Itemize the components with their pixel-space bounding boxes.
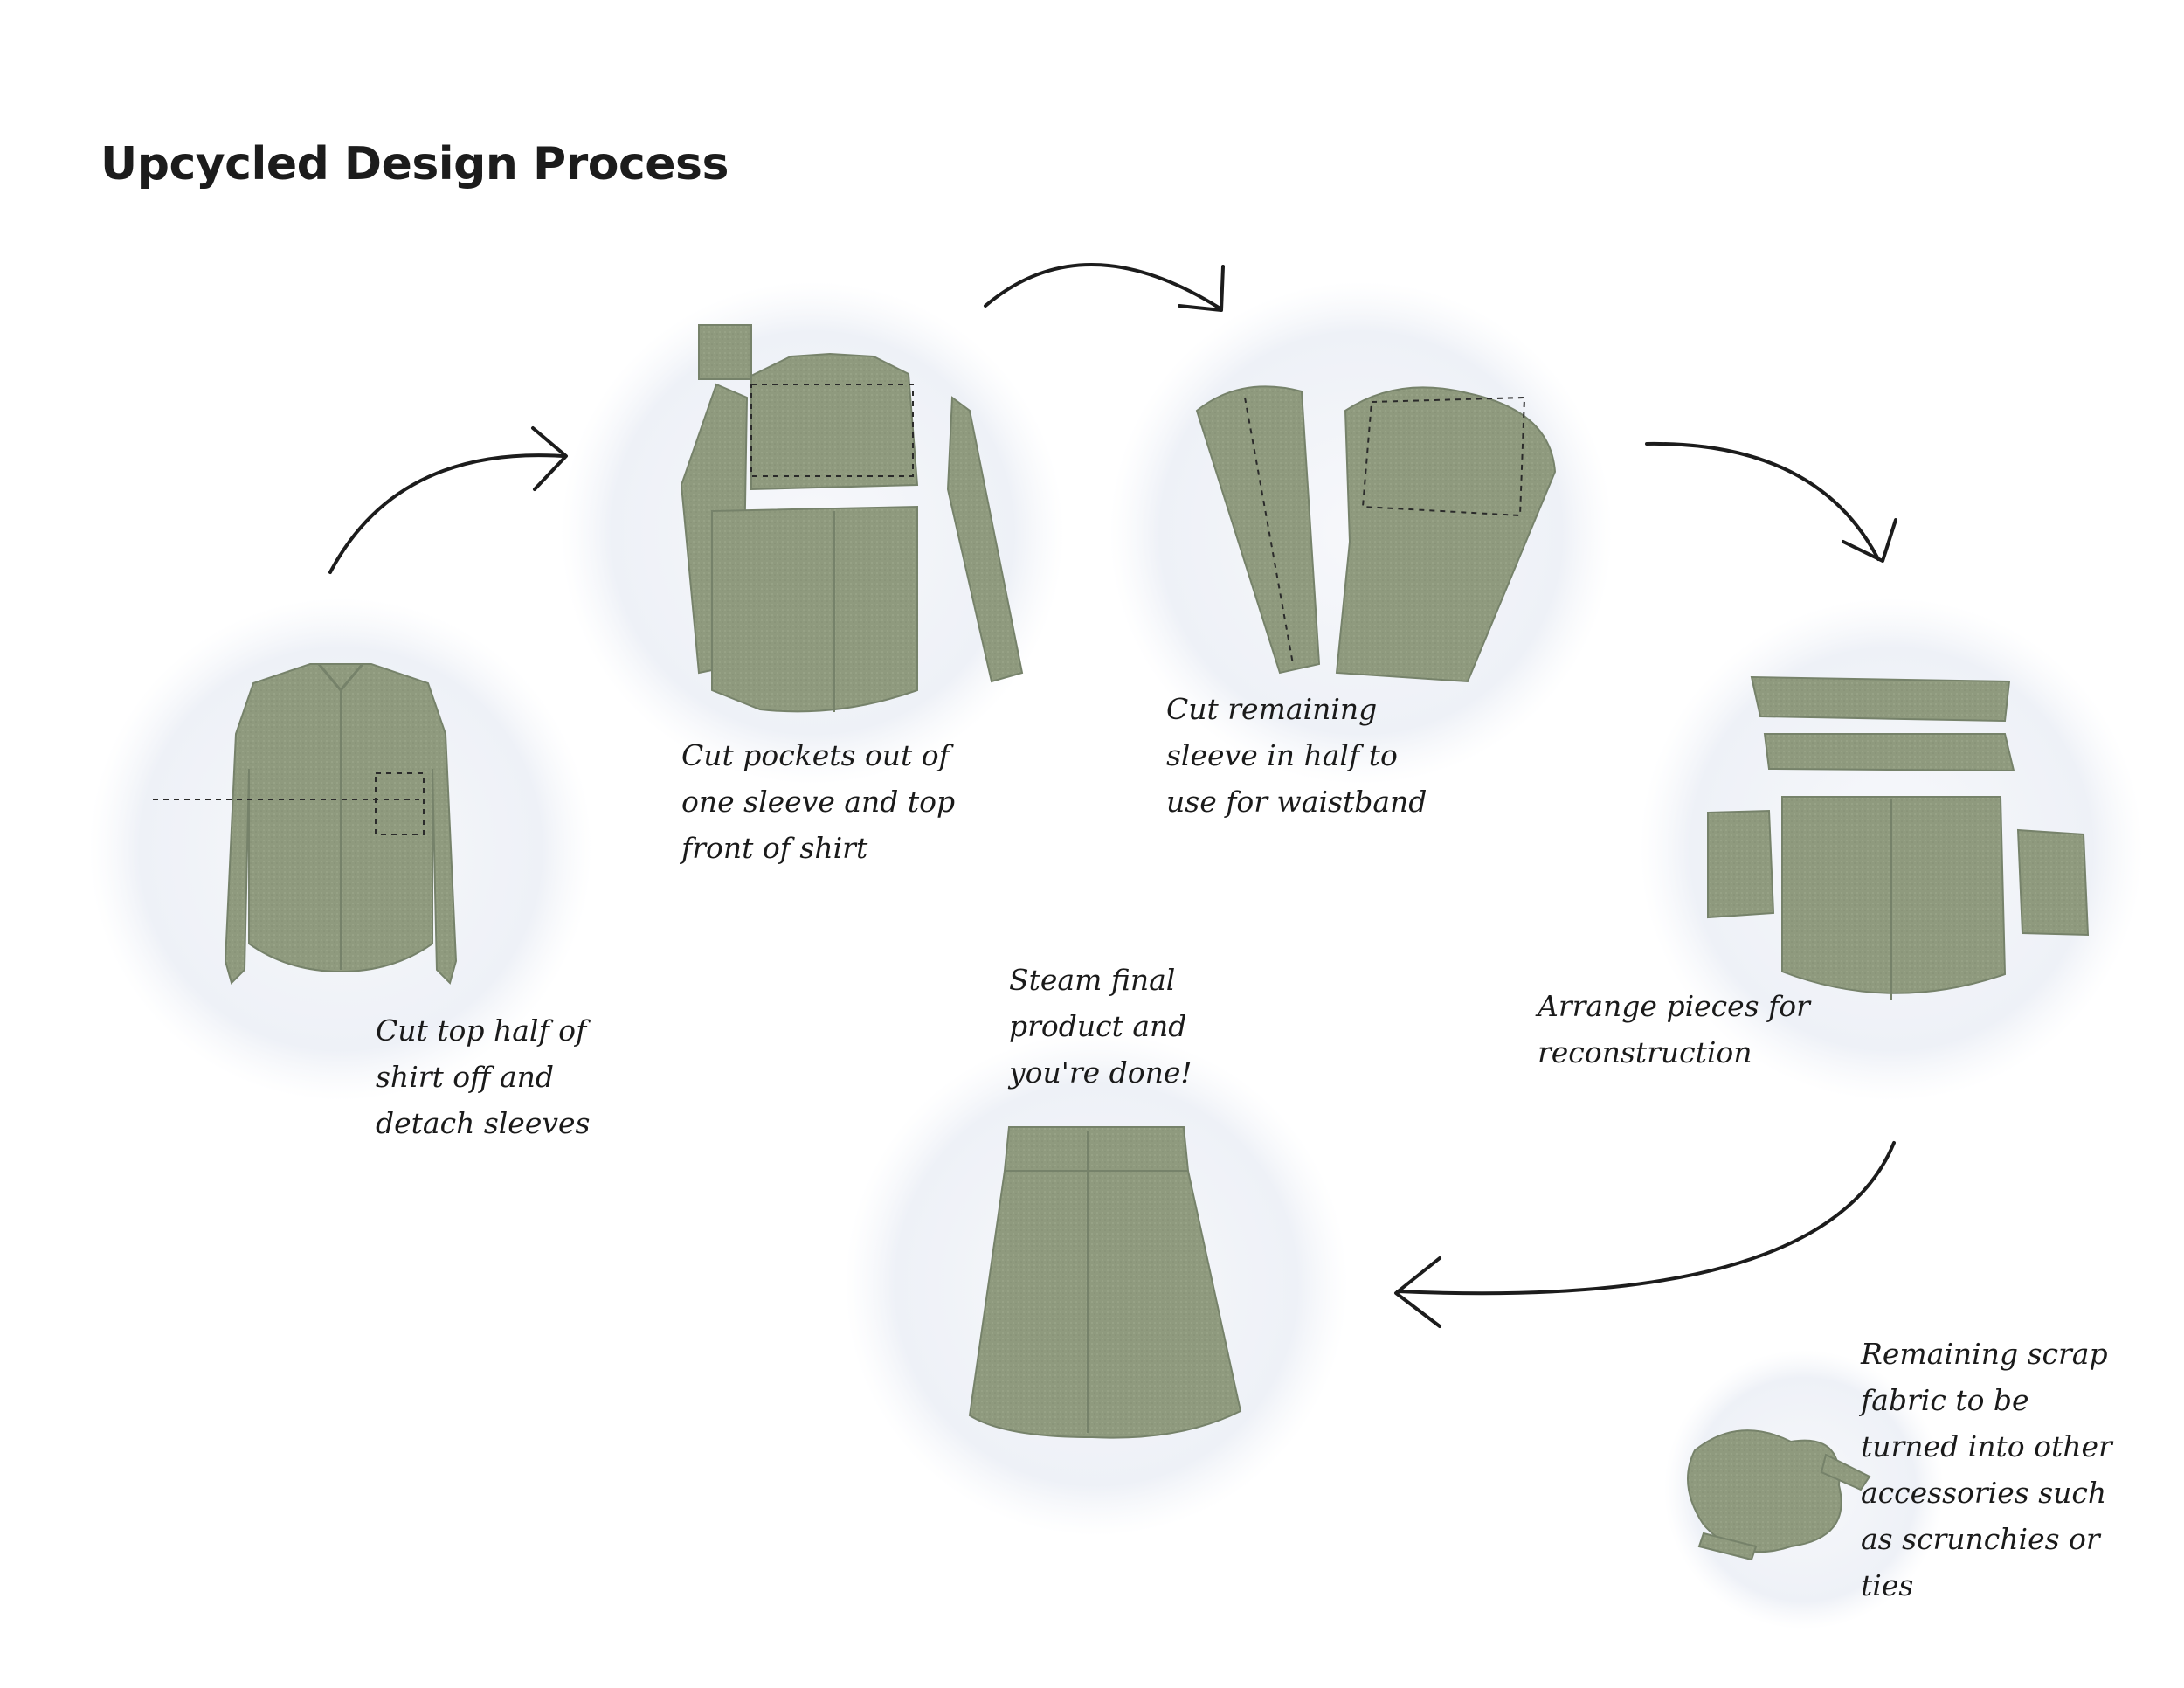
step-2-note: Cut pockets out of one sleeve and top fr… xyxy=(681,738,956,865)
shirt-icon xyxy=(153,663,458,985)
step-4-note: Arrange pieces for reconstruction xyxy=(1538,989,1810,1069)
page-title: Upcycled Design Process xyxy=(100,138,729,190)
step-1-circle xyxy=(89,598,592,1101)
step-6-circle xyxy=(1664,1350,1944,1629)
step-3-note: Cut remaining sleeve in half to use for … xyxy=(1166,692,1427,819)
arrow-step2-to-step3-icon xyxy=(984,263,1225,312)
arrow-step4-to-step5-icon xyxy=(1394,1141,1896,1328)
step-1-note: Cut top half of shirt off and detach sle… xyxy=(376,1013,591,1140)
step-5-circle xyxy=(845,1033,1348,1536)
shirt-pieces-icon xyxy=(680,324,1024,713)
step-2-circle xyxy=(561,281,1064,785)
step-6-note: Remaining scrap fabric to be turned into… xyxy=(1861,1337,2112,1602)
skirt-icon xyxy=(968,1126,1242,1439)
sleeve-pieces-icon xyxy=(1195,385,1557,683)
step-5-note: Steam final product and you're done! xyxy=(1009,963,1192,1090)
arranged-pieces-icon xyxy=(1707,675,2090,1000)
step-4-circle xyxy=(1640,598,2143,1101)
fabric-scraps-icon xyxy=(1687,1429,1871,1561)
arrow-step3-to-step4-icon xyxy=(1645,441,1897,563)
step-3-circle xyxy=(1109,281,1613,785)
arrow-step1-to-step2-icon xyxy=(328,426,568,574)
